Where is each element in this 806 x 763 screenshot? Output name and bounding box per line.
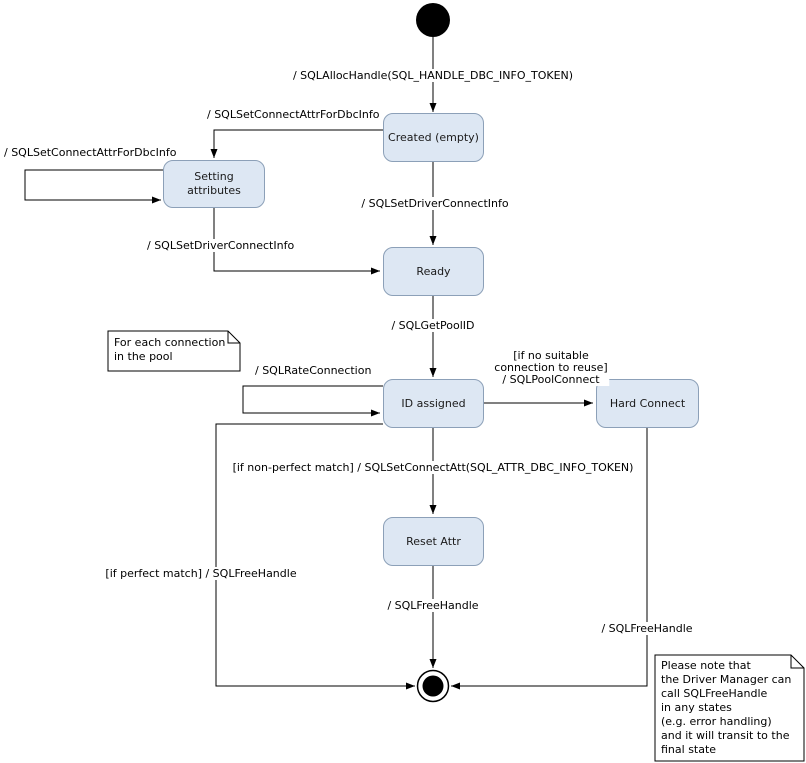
- initial-state-icon: [416, 3, 450, 37]
- state-created-label: Created (empty): [388, 130, 479, 144]
- note-fold-driver-manager: [790, 655, 804, 669]
- state-id-assigned-label: ID assigned: [401, 396, 466, 410]
- note-shape-driver-manager: [654, 654, 805, 762]
- transition-label-pool-connect: [if no suitable connection to reuse] / S…: [492, 349, 610, 386]
- state-id-assigned: ID assigned: [383, 379, 484, 428]
- arrow-created-to-setting: [210, 129, 383, 158]
- transition-label-non-perfect-match: [if non-perfect match] / SQLSetConnectAt…: [230, 461, 636, 474]
- arrow-setting-to-ready: [213, 208, 380, 275]
- transition-label-rate-connection: / SQLRateConnection: [253, 364, 374, 377]
- note-shape-pool: [107, 330, 241, 372]
- note-fold-pool: [227, 331, 240, 344]
- state-ready: Ready: [383, 247, 484, 296]
- transition-label-perfect-match: [if perfect match] / SQLFreeHandle: [103, 567, 299, 580]
- transition-label-set-connect-attr: / SQLSetConnectAttrForDbcInfo: [205, 108, 382, 121]
- state-ready-label: Ready: [416, 264, 451, 278]
- final-state-inner-dot: [422, 675, 444, 697]
- transition-label-get-pool-id: / SQLGetPoolID: [389, 319, 477, 332]
- state-created: Created (empty): [383, 113, 484, 162]
- arrow-setting-self-loop: [24, 169, 163, 204]
- transition-label-free-handle-from-reset: / SQLFreeHandle: [385, 599, 481, 612]
- state-setting-attributes: Setting attributes: [163, 160, 265, 208]
- arrow-id-assigned-self-loop: [242, 385, 383, 417]
- note-driver-manager-text: Please note that the Driver Manager can …: [661, 659, 792, 756]
- arrow-id-assigned-to-final: [215, 423, 415, 690]
- transition-label-set-connect-attr-self: / SQLSetConnectAttrForDbcInfo: [2, 146, 179, 159]
- state-hard-connect: Hard Connect: [596, 379, 699, 428]
- transition-label-set-driver-connect-from-created: / SQLSetDriverConnectInfo: [359, 197, 511, 210]
- transition-label-free-handle-from-hard: / SQLFreeHandle: [599, 622, 695, 635]
- arrow-hard-connect-to-final: [451, 428, 648, 690]
- transition-label-alloc-handle: / SQLAllocHandle(SQL_HANDLE_DBC_INFO_TOK…: [290, 69, 576, 82]
- state-setting-attributes-label: Setting attributes: [187, 170, 241, 197]
- state-reset-attr-label: Reset Attr: [406, 534, 461, 548]
- transition-label-set-driver-connect-from-setting: / SQLSetDriverConnectInfo: [145, 239, 297, 252]
- state-hard-connect-label: Hard Connect: [609, 396, 686, 410]
- note-pool-text: For each connection in the pool: [114, 336, 226, 363]
- state-reset-attr: Reset Attr: [383, 517, 484, 566]
